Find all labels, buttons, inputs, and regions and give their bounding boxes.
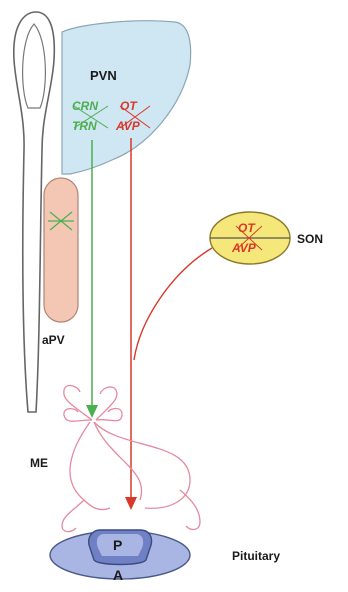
anterior-pituitary-label: A <box>113 567 123 583</box>
pituitary-label: Pituitary <box>232 549 280 563</box>
son-label: SON <box>297 232 323 246</box>
green-pathway-arrowhead <box>86 405 98 418</box>
pvn-region <box>62 21 191 174</box>
apv-label: aPV <box>42 333 65 347</box>
red-pathway-pvn-arrowhead <box>125 497 137 510</box>
pvn-red-bottom-label: AVP <box>115 119 141 133</box>
pvn-label: PVN <box>90 68 117 83</box>
me-label: ME <box>30 456 48 470</box>
pvn-red-top-label: OT <box>120 99 138 113</box>
red-pathway-son <box>134 248 212 360</box>
ventricle-inner <box>23 24 46 108</box>
son-top-label: OT <box>238 221 256 235</box>
posterior-pituitary-label: P <box>113 537 122 553</box>
pvn-green-top-label: CRN <box>72 99 98 113</box>
apv-region <box>44 178 78 322</box>
